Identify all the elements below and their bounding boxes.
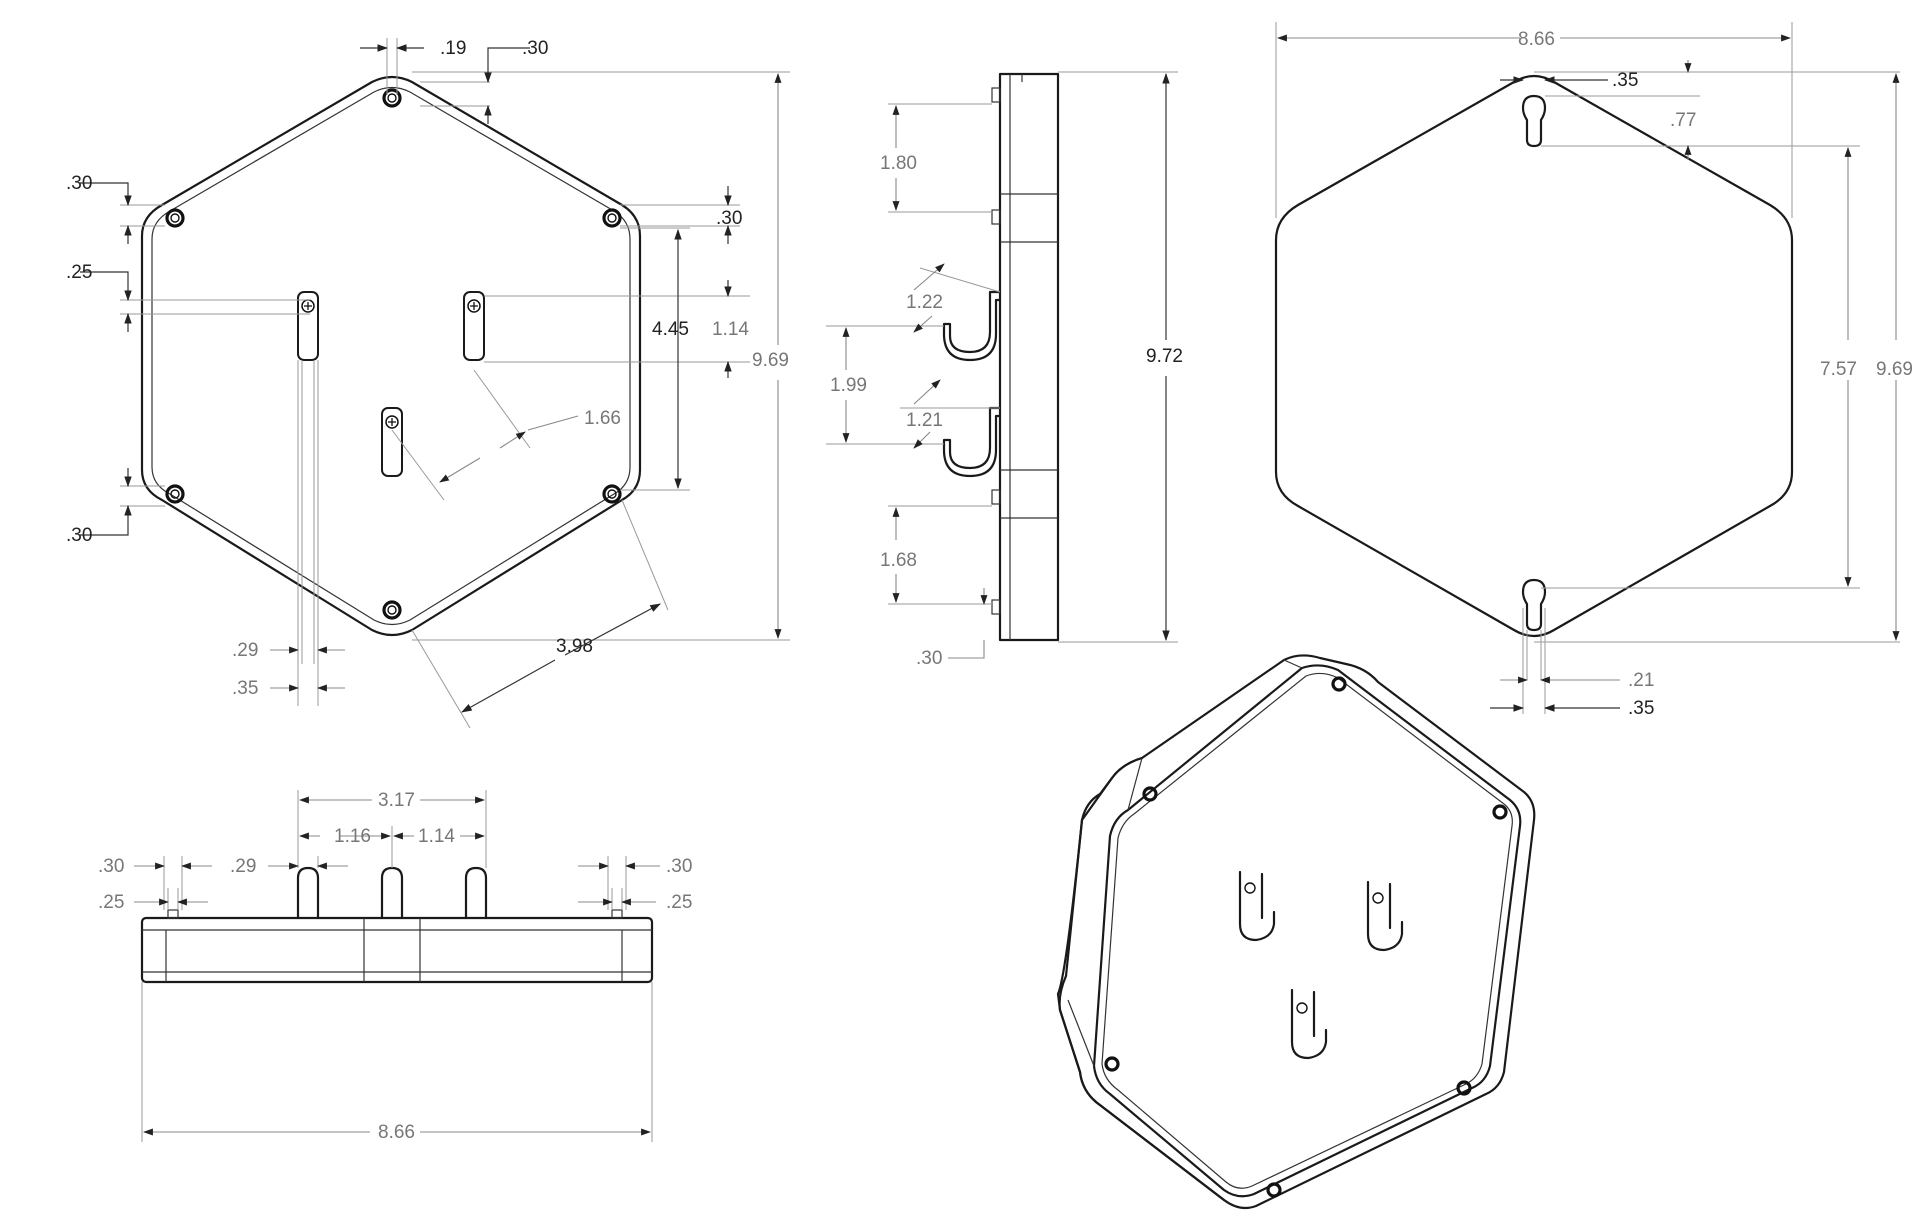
dim-overall-height-front: 9.69 bbox=[752, 350, 789, 371]
dim-hook-top-offset: .25 bbox=[66, 262, 92, 283]
side-view-pins bbox=[991, 87, 1001, 615]
dim-hook-width-outer: .35 bbox=[232, 678, 258, 699]
keyholes bbox=[1521, 94, 1547, 632]
dim-hook-width-inner: .29 bbox=[232, 640, 258, 661]
mounting-holes bbox=[165, 88, 622, 620]
dim-left-pin-inner: .25 bbox=[98, 892, 124, 913]
dim-hook-lower-depth: 1.21 bbox=[906, 410, 943, 431]
back-dimension-labels: 8.66 .35 .77 7.57 9.69 .21 .35 bbox=[1518, 29, 1913, 719]
dim-keyhole-length: .77 bbox=[1670, 110, 1696, 131]
bottom-view-body bbox=[140, 916, 654, 984]
dim-hook-vertical-span: 4.45 bbox=[652, 319, 689, 340]
side-view: 1.80 1.22 1.99 1.21 9.72 1.68 .30 bbox=[826, 71, 1183, 669]
dim-right-hole-top-offset: .30 bbox=[716, 208, 742, 229]
dim-overall-width-bottom: 8.66 bbox=[378, 1122, 415, 1143]
side-extension-lines bbox=[826, 71, 1178, 643]
front-view: .19 .30 .30 .30 .25 4.45 1.14 9.69 1.66 … bbox=[66, 38, 790, 729]
dim-left-hole-bottom-offset: .30 bbox=[66, 525, 92, 546]
isometric-hooks bbox=[1238, 870, 1404, 1060]
dim-keyhole-top-offset: .35 bbox=[1612, 70, 1638, 91]
dim-overall-height-back: 9.69 bbox=[1876, 359, 1913, 380]
front-dimension-lines bbox=[80, 44, 782, 713]
bottom-dimension-labels: 3.17 1.16 1.14 .29 .30 .25 .30 .25 8.66 bbox=[98, 790, 692, 1143]
dim-left-pin-outer: .30 bbox=[98, 856, 124, 877]
dim-keyhole-head-width: .35 bbox=[1628, 698, 1654, 719]
front-dimension-labels: .19 .30 .30 .30 .25 4.45 1.14 9.69 1.66 … bbox=[66, 38, 789, 699]
front-hooks bbox=[297, 291, 485, 477]
dim-keyhole-spacing: 7.57 bbox=[1820, 359, 1857, 380]
front-view-outline bbox=[140, 75, 642, 637]
side-dimension-lines bbox=[842, 72, 1170, 659]
dim-bottom-spacing: 1.68 bbox=[880, 550, 917, 571]
isometric-outer-edge bbox=[1058, 654, 1536, 1210]
side-view-body bbox=[998, 72, 1060, 642]
dim-keyhole-slot-width: .21 bbox=[1628, 670, 1654, 691]
dim-overall-width-back: 8.66 bbox=[1518, 29, 1555, 50]
bottom-view: 3.17 1.16 1.14 .29 .30 .25 .30 .25 8.66 bbox=[98, 790, 692, 1143]
dim-hook-left-spacing: 1.16 bbox=[334, 826, 371, 847]
isometric-top-face bbox=[1092, 664, 1522, 1198]
dim-hook-span: 3.17 bbox=[378, 790, 415, 811]
front-extension-lines bbox=[120, 38, 790, 729]
dim-bottom-hook-width: .29 bbox=[230, 856, 256, 877]
dim-hook-right-spacing: 1.14 bbox=[418, 826, 455, 847]
dim-hook-diagonal: 1.66 bbox=[584, 408, 621, 429]
dim-hook-upper-depth: 1.22 bbox=[906, 292, 943, 313]
back-view: 8.66 .35 .77 7.57 9.69 .21 .35 bbox=[1274, 22, 1913, 719]
dim-top-hole-offset: .30 bbox=[522, 38, 548, 59]
dim-overall-height-side: 9.72 bbox=[1146, 346, 1183, 367]
side-dimension-labels: 1.80 1.22 1.99 1.21 9.72 1.68 .30 bbox=[830, 153, 1183, 669]
dim-edge-length: 3.98 bbox=[556, 636, 593, 657]
bottom-extension-lines bbox=[141, 790, 653, 1142]
dim-top-spacing: 1.80 bbox=[880, 153, 917, 174]
back-view-outline bbox=[1274, 74, 1794, 638]
side-view-hooks bbox=[942, 290, 1002, 478]
back-extension-lines bbox=[1275, 22, 1900, 714]
dim-left-hole-top-offset: .30 bbox=[66, 173, 92, 194]
dim-bottom-offset: .30 bbox=[916, 648, 942, 669]
isometric-holes bbox=[1104, 676, 1508, 1198]
dim-right-pin-inner: .25 bbox=[666, 892, 692, 913]
isometric-side-edge bbox=[1056, 756, 1226, 1202]
bottom-dimension-lines bbox=[134, 796, 660, 1136]
dim-hook-pair-height: 1.14 bbox=[712, 319, 749, 340]
dim-top-hole-width: .19 bbox=[440, 38, 466, 59]
isometric-view bbox=[1056, 654, 1536, 1210]
dim-hook-spacing: 1.99 bbox=[830, 375, 867, 396]
dim-right-pin-outer: .30 bbox=[666, 856, 692, 877]
back-dimension-lines bbox=[1277, 34, 1900, 712]
